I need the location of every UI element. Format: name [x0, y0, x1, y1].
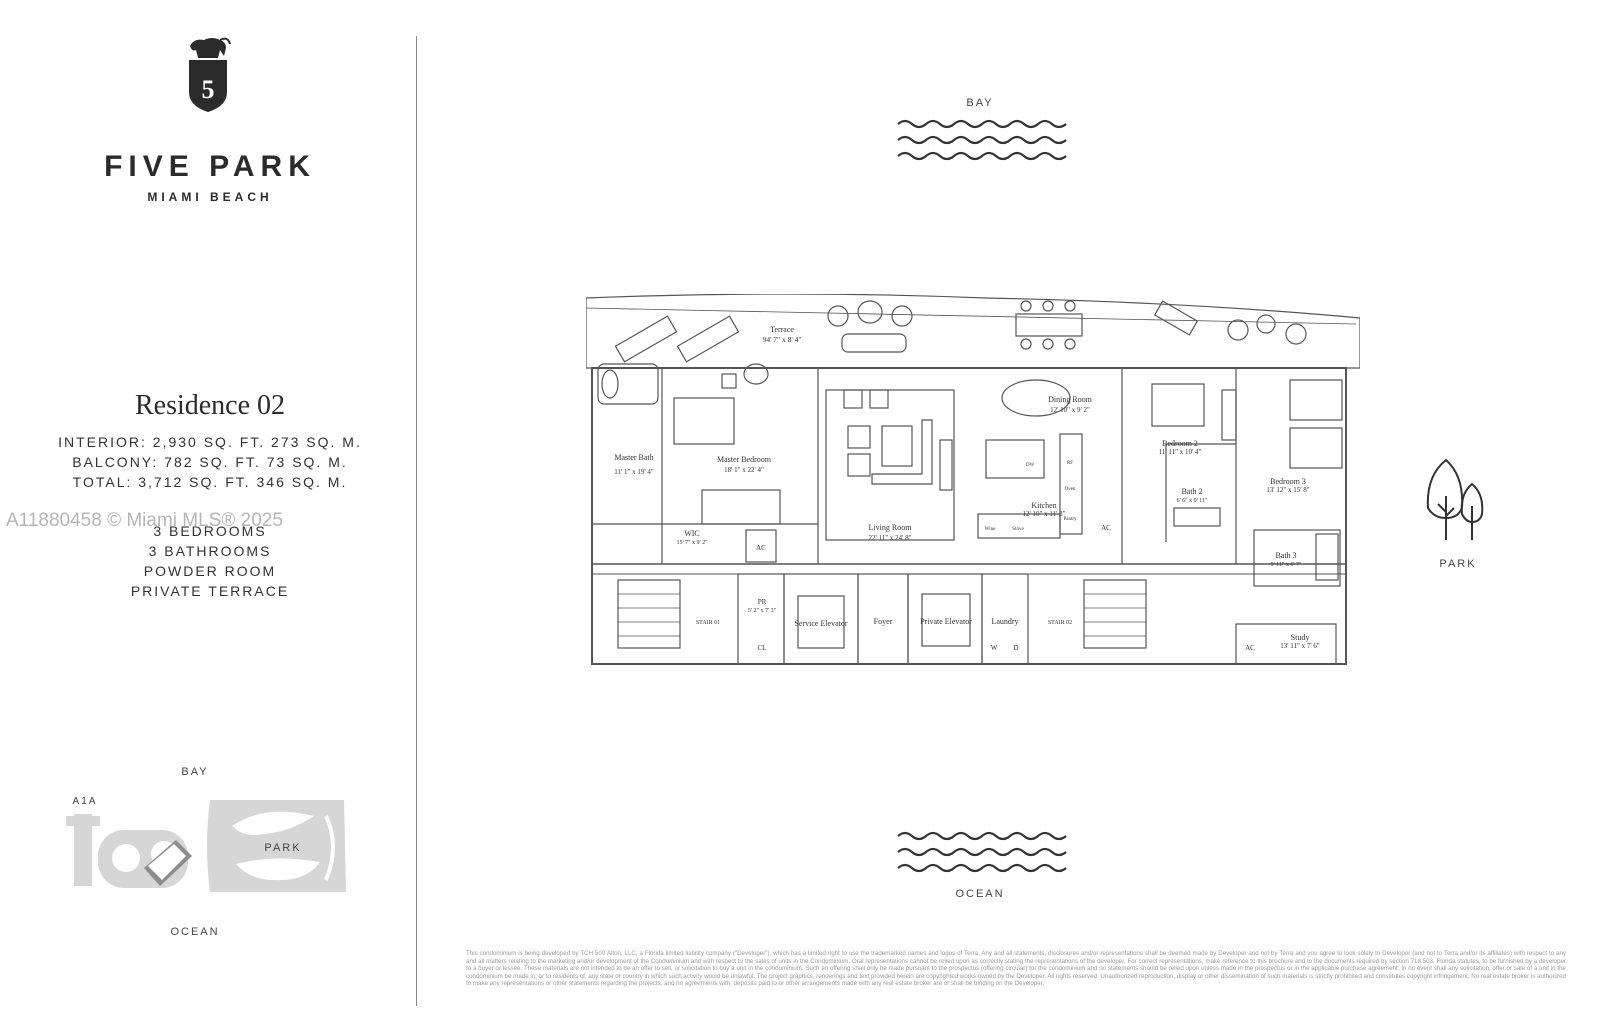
feature-terrace: PRIVATE TERRACE	[130, 583, 290, 599]
study-label: Study	[1291, 633, 1310, 642]
master-bath-dim: 11' 1" x 19' 4"	[614, 468, 654, 476]
ac-label-2: AC	[1245, 644, 1255, 652]
legal-disclaimer: This condominium is being developed by T…	[466, 950, 1566, 988]
dryer-label: D	[1013, 644, 1018, 652]
bedroom3-dim: 13' 12" x 15' 8"	[1266, 486, 1309, 494]
bedroom3-label: Bedroom 3	[1270, 477, 1306, 486]
terrace-dim: 94' 7" x 8' 4"	[763, 335, 802, 344]
dw-label: DW	[1026, 463, 1035, 468]
orientation-bay-label: BAY	[966, 97, 994, 109]
park-trees-icon	[1424, 456, 1490, 542]
foyer-label: Foyer	[874, 617, 893, 626]
service-elevator-label: Service Elevator	[794, 619, 847, 628]
brand-location: MIAMI BEACH	[147, 190, 273, 204]
bath2-dim: 6' 6" x 9' 11"	[1177, 498, 1208, 504]
feature-bathrooms: 3 BATHROOMS	[148, 543, 272, 559]
brand-logo: 5	[186, 36, 232, 114]
bedroom2-dim: 11' 11" x 10' 4"	[1159, 448, 1202, 456]
keyplan-park-label: PARK	[264, 842, 302, 854]
rf-label: RF	[1067, 461, 1073, 466]
interior-area: INTERIOR: 2,930 SQ. FT. 273 SQ. M.	[58, 434, 362, 450]
terrace-area	[585, 293, 1361, 369]
private-elevator-label: Private Elevator	[920, 617, 972, 626]
dining-room-dim: 12' 10" x 9' 2"	[1050, 406, 1090, 414]
logo-numeral: 5	[202, 75, 215, 104]
site-key-plan	[64, 796, 360, 896]
total-area: TOTAL: 3,712 SQ. FT. 346 SQ. M.	[72, 474, 348, 490]
wine-label: Wine	[985, 527, 996, 532]
ocean-waves-icon	[896, 830, 1070, 874]
pr-dim: 5' 2" x 7' 3"	[748, 608, 777, 614]
stove-label: Stove	[1012, 527, 1024, 532]
floor-plan: Terrace 94' 7" x 8' 4" Master Bath 11' 1…	[585, 293, 1361, 668]
master-bedroom-dim: 18' 1" x 22' 4"	[724, 466, 764, 474]
bath3-dim: 9' 11" x 6' 7"	[1271, 562, 1302, 568]
master-bath-label: Master Bath	[614, 453, 653, 462]
bay-waves-icon	[896, 118, 1070, 162]
pr-label: PR	[758, 598, 767, 606]
bath3-label: Bath 3	[1275, 551, 1296, 560]
bedroom2-label: Bedroom 2	[1162, 439, 1198, 448]
balcony-area: BALCONY: 782 SQ. FT. 73 SQ. M.	[72, 454, 348, 470]
bath2-label: Bath 2	[1181, 487, 1202, 496]
wic-label: WIC	[684, 529, 700, 538]
laundry-label: Laundry	[991, 617, 1018, 626]
mls-watermark: A11880458 © Miami MLS® 2025	[6, 510, 283, 531]
elephant-shield-logo-icon: 5	[189, 37, 231, 112]
brand-name: FIVE PARK	[104, 150, 316, 183]
living-room-label: Living Room	[869, 523, 913, 532]
orientation-ocean-label: OCEAN	[955, 888, 1005, 900]
oven-label: Oven	[1065, 487, 1076, 492]
stair02-label: STAIR 02	[1048, 620, 1072, 626]
kitchen-dim: 12' 10" x 11' 3"	[1023, 510, 1066, 518]
wic-dim: 15' 7" x 9' 2"	[676, 540, 708, 546]
keyplan-bay-label: BAY	[181, 766, 209, 778]
living-room-dim: 22' 11" x 24' 8"	[869, 534, 912, 542]
dining-room-label: Dining Room	[1048, 395, 1093, 404]
ac-label-3: AC	[1101, 524, 1111, 532]
terrace-label: Terrace	[770, 325, 794, 334]
keyplan-ocean-label: OCEAN	[170, 926, 220, 938]
stair01-label: STAIR 01	[696, 620, 720, 626]
washer-label: W	[991, 644, 998, 652]
master-bedroom-label: Master Bedroom	[717, 455, 772, 464]
panel-divider	[416, 36, 417, 1006]
keyplan-a1a-label: A1A	[72, 796, 98, 807]
residence-name: Residence 02	[134, 390, 286, 421]
kitchen-label: Kitchen	[1031, 501, 1056, 510]
ac-label-1: AC	[756, 544, 766, 552]
study-dim: 13' 11" x 7' 6"	[1280, 642, 1320, 650]
orientation-park-label: PARK	[1439, 558, 1477, 570]
cl-label: CL	[758, 644, 767, 652]
pantry-label: Pantry	[1063, 517, 1077, 522]
feature-bedrooms: 3 BEDROOMS	[153, 523, 267, 539]
feature-powder-room: POWDER ROOM	[143, 563, 277, 579]
